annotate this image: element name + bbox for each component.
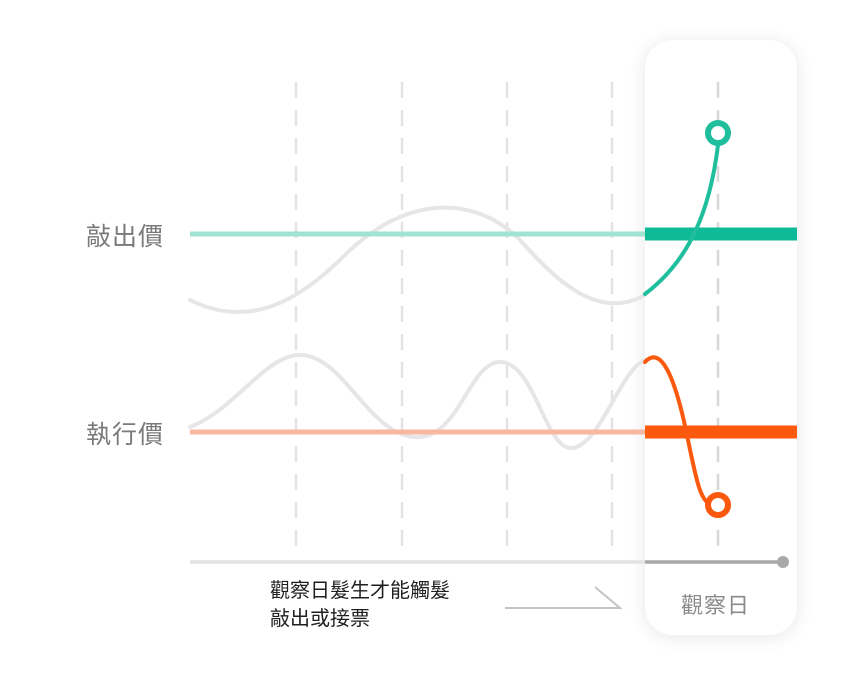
upper-price-path: [188, 205, 647, 315]
observation-day-label: 觀察日: [681, 594, 751, 619]
time-axis-end-dot: [777, 556, 789, 568]
strike-point: [705, 492, 731, 518]
knock-out-point: [705, 120, 731, 146]
observation-note: 觀察日髮生才能觸髮 敲出或接票: [270, 576, 450, 632]
arrow-right-icon: [505, 586, 623, 609]
observation-note-line-1: 觀察日髮生才能觸髮: [270, 578, 450, 602]
strike-price-label: 執行價: [86, 420, 165, 449]
strike-path: [643, 355, 712, 506]
lower-price-path: [188, 352, 647, 451]
knock-out-price-label: 敲出價: [86, 222, 165, 251]
vertical-gridlines: [294, 82, 720, 555]
observation-note-line-2: 敲出或接票: [270, 606, 370, 630]
knock-out-path: [643, 143, 720, 296]
